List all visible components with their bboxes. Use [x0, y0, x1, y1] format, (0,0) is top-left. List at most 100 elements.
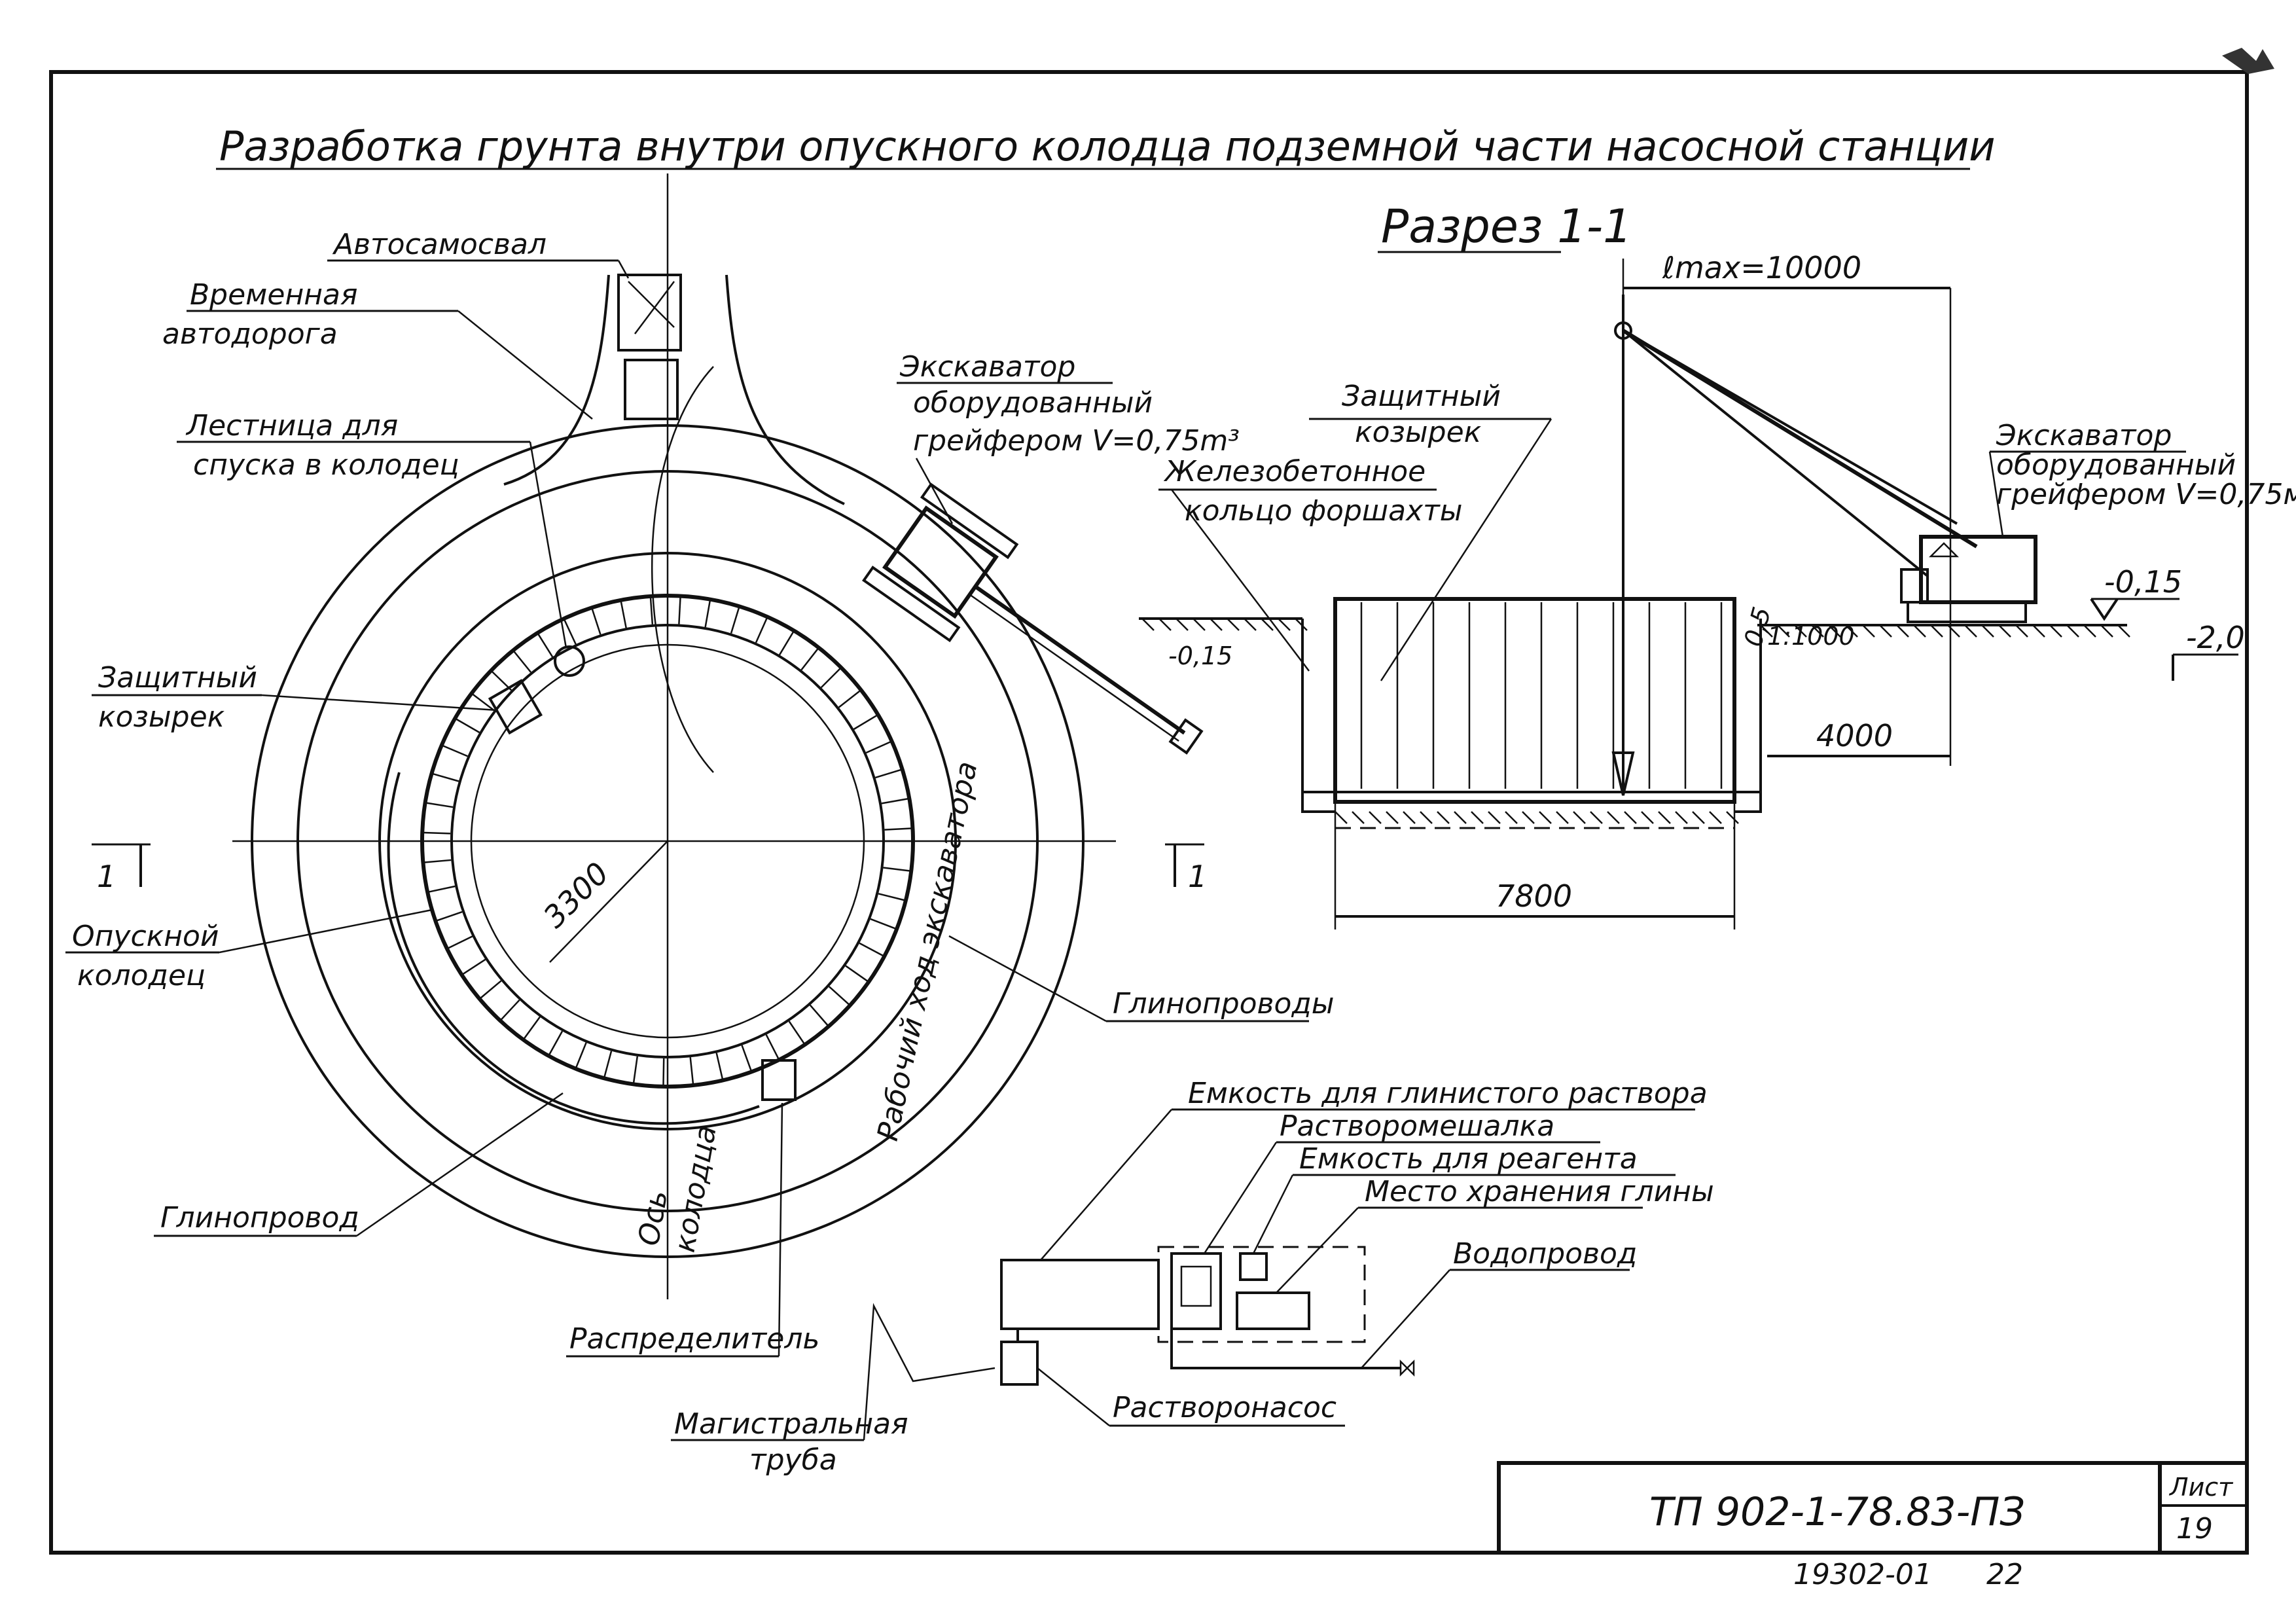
ground-hatch-tick	[2066, 624, 2079, 638]
ground-hatch-tick	[1193, 618, 1206, 631]
wall-hatch-tick	[870, 918, 896, 929]
wall-hatch-tick	[865, 741, 891, 754]
ground-hatch-tick	[1624, 811, 1637, 824]
ground-hatch-tick	[1760, 624, 1773, 638]
label-distributor: Распределитель	[569, 1322, 819, 1356]
ground-hatch-tick	[1981, 624, 1994, 638]
ground-hatch-tick	[1998, 624, 2011, 638]
ground-hatch-tick	[1471, 811, 1484, 824]
section-small-1: 1:1000	[1767, 622, 1855, 651]
ground-hatch-tick	[1522, 811, 1535, 824]
wall-hatch-tick	[426, 802, 454, 808]
stamp-code: ТП 902-1-78.83-ПЗ	[1649, 1489, 2025, 1535]
archive-number: 19302-01	[1793, 1558, 1932, 1591]
label-temp-road-2: автодорога	[162, 317, 338, 351]
wall-hatch-tick	[859, 942, 884, 957]
section-mark-left: 1	[97, 859, 116, 894]
ground-hatch-tick	[1403, 811, 1416, 824]
wall-hatch-tick	[456, 718, 480, 734]
label-clay-pipe: Глинопровод	[160, 1201, 359, 1235]
dashed-area	[1157, 1246, 1366, 1343]
wall-hatch-tick	[875, 768, 902, 779]
ground-hatch-tick	[1488, 811, 1501, 824]
mortar-pump-rect	[1000, 1341, 1039, 1386]
ground-hatch-tick	[1675, 811, 1688, 824]
mixer-rect	[1170, 1252, 1222, 1330]
ground-hatch-tick	[1607, 811, 1620, 824]
wall-hatch-tick	[878, 893, 905, 901]
truck-cab	[617, 274, 682, 352]
ground-hatch-tick	[1175, 618, 1189, 631]
level-2: -2,0	[2186, 620, 2245, 655]
ground-hatch-tick	[1261, 618, 1274, 631]
wall-hatch-tick	[620, 601, 627, 628]
level-1: -0,15	[2104, 564, 2182, 600]
label-dump-truck: Автосамосвал	[332, 228, 547, 261]
radius-value: 3300	[537, 856, 616, 935]
ground-hatch-tick	[1828, 624, 1841, 638]
label-ladder-2: спуска в колодец	[193, 448, 459, 482]
ground-hatch-tick	[2117, 624, 2130, 638]
wall-hatch-tick	[472, 693, 495, 712]
drawing-title: Разработка грунта внутри опускного колод…	[219, 122, 1996, 170]
plan-excavator	[862, 482, 1204, 755]
wall-hatch-tick	[778, 631, 795, 656]
wall-hatch-tick	[884, 827, 912, 831]
ground-hatch-tick	[1505, 811, 1518, 824]
wall-hatch-tick	[537, 634, 554, 658]
site-equipment	[1000, 1246, 1415, 1386]
reagent-tank-rect	[1239, 1252, 1268, 1281]
wall-hatch-tick	[881, 797, 908, 804]
wall-hatch-tick	[649, 597, 654, 624]
wall-hatch-tick	[632, 1056, 639, 1083]
clay-tank-rect	[1000, 1259, 1160, 1330]
label-excavator-3: грейфером V=0,75m³	[913, 424, 1240, 458]
sec-label-excavator-2: оборудованный	[1996, 448, 2236, 482]
ground-hatch-tick	[1437, 811, 1450, 824]
radius-line	[549, 840, 668, 963]
page-number: 22	[1986, 1558, 2023, 1591]
ground-hatch-tick	[2015, 624, 2028, 638]
label-mortar-pump: Растворонасос	[1113, 1391, 1336, 1424]
label-excavator-2: оборудованный	[913, 386, 1153, 420]
label-well-axis-2: колодца	[668, 1123, 723, 1255]
section-mark-right: 1	[1188, 859, 1207, 894]
ground-hatch-tick	[1590, 811, 1603, 824]
label-clay-tank: Емкость для глинистого раствора	[1188, 1077, 1708, 1110]
well-vertical-lines	[1360, 602, 1723, 789]
label-canopy-1: Защитный	[98, 661, 257, 695]
clay-pipe-arc	[387, 772, 760, 1125]
wall-hatch-tick	[662, 1058, 665, 1085]
stamp-sheet-label: Лист	[2168, 1473, 2234, 1502]
section-small-2: -0,15	[1168, 641, 1232, 670]
wall-hatch-tick	[741, 1045, 752, 1071]
ground-hatch-tick	[1420, 811, 1433, 824]
ground-hatch-tick	[1896, 624, 1909, 638]
ground-hatch-tick	[2083, 624, 2096, 638]
label-main-pipe-1: Магистральная	[674, 1407, 908, 1441]
ground-hatch-tick	[1692, 811, 1705, 824]
wall-hatch-tick	[523, 1016, 541, 1039]
wall-hatch-tick	[480, 980, 502, 999]
ground-hatch-tick	[1794, 624, 1807, 638]
wall-hatch-tick	[428, 885, 456, 893]
label-clay-storage: Место хранения глины	[1365, 1175, 1714, 1208]
section-excavator-cab	[1919, 535, 2037, 604]
ground-hatch-tick	[1930, 624, 1943, 638]
wall-hatch-tick	[433, 772, 459, 782]
wall-hatch-tick	[715, 1053, 724, 1079]
label-temp-road-1: Временная	[190, 278, 357, 312]
wall-hatch-tick	[853, 714, 878, 731]
ground-hatch-tick	[1335, 811, 1348, 824]
ground-hatch-tick	[1913, 624, 1926, 638]
ground-hatch-tick	[2100, 624, 2113, 638]
sec-label-canopy-1: Защитный	[1342, 380, 1501, 413]
ground-hatch-tick	[1454, 811, 1467, 824]
sec-label-excavator-3: грейфером V=0,75м³	[1996, 478, 2296, 511]
wall-hatch-tick	[462, 958, 486, 975]
ground-hatch-tick	[1879, 624, 1892, 638]
sec-label-ring-2: кольцо форшахты	[1185, 494, 1463, 528]
ground-hatch-tick	[1726, 811, 1739, 824]
label-caisson-1: Опускной	[72, 920, 219, 953]
